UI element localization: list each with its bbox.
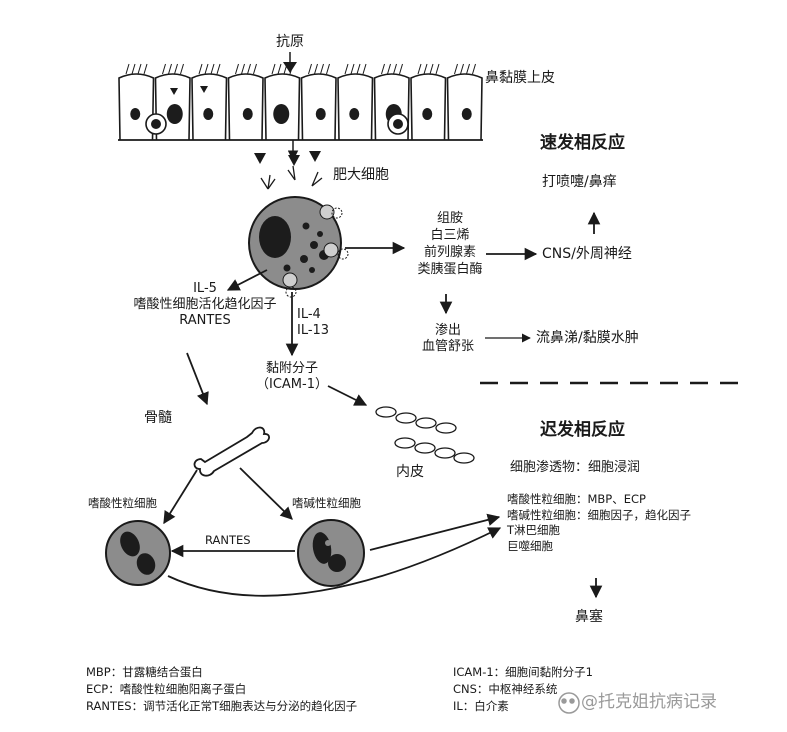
cns-label: CNS/外周神经 [542,246,632,262]
legend-item: CNS：中枢神经系统 [453,682,558,696]
endothelium-label: 内皮 [396,464,424,480]
legend-item: IL：白介素 [453,699,509,713]
epithelium-label: 鼻黏膜上皮 [485,70,555,86]
legend-item: MBP：甘露糖结合蛋白 [86,665,203,679]
adhesion-molecule-label: 黏附分子 （ICAM-1） [256,361,328,392]
basophil-cell [297,519,365,587]
congestion-label: 鼻塞 [575,609,603,625]
watermark-text: @托克姐抗病记录 [581,692,717,712]
mast-cell-label: 肥大细胞 [333,167,389,183]
il4-block: IL-4 IL-13 [297,307,330,338]
exudation-label: 渗出 血管舒张 [421,323,474,354]
mast-cell [248,165,349,298]
sneeze-label: 打喷嚏/鼻痒 [542,174,617,190]
basophil-label: 嗜碱性粒细胞 [292,496,361,510]
antigen-arrows [254,52,321,166]
antigen-marker [288,155,300,166]
infiltration-label: 细胞渗透物：细胞浸润 [510,460,641,475]
rhinorrhea-label: 流鼻涕/黏膜水肿 [536,330,639,346]
bone-icon [193,426,270,477]
legend-item: ECP：嗜酸性粒细胞阳离子蛋白 [86,682,247,696]
il5-block: IL-5 嗜酸性细胞活化趋化因子 RANTES [133,281,277,328]
bone-marrow-label: 骨髓 [144,410,172,426]
antigen-label: 抗原 [276,34,304,50]
eosinophil-label: 嗜酸性粒细胞 [88,496,157,510]
eosinophil-cell [105,520,171,586]
late-phase-cells-list: 嗜酸性粒细胞：MBP、ECP 嗜碱性粒细胞：细胞因子，趋化因子 T淋巴细胞 巨噬… [507,492,691,553]
antigen-marker [309,151,321,162]
watermark-icon [558,692,580,714]
antigen-marker [254,153,266,164]
immediate-phase-header: 速发相反应 [540,133,625,153]
mediators-list: 组胺 白三烯 前列腺素 类胰蛋白酶 [417,211,483,277]
epithelium-layer [118,63,483,141]
legend-item: ICAM-1：细胞间黏附分子1 [453,665,593,679]
legend-item: RANTES：调节活化正常T细胞表达与分泌的趋化因子 [86,699,358,713]
endothelium-cells [375,406,475,464]
late-phase-header: 迟发相反应 [540,420,625,440]
flow-arrows [163,211,603,599]
rantes-arrow-label: RANTES [205,533,251,547]
